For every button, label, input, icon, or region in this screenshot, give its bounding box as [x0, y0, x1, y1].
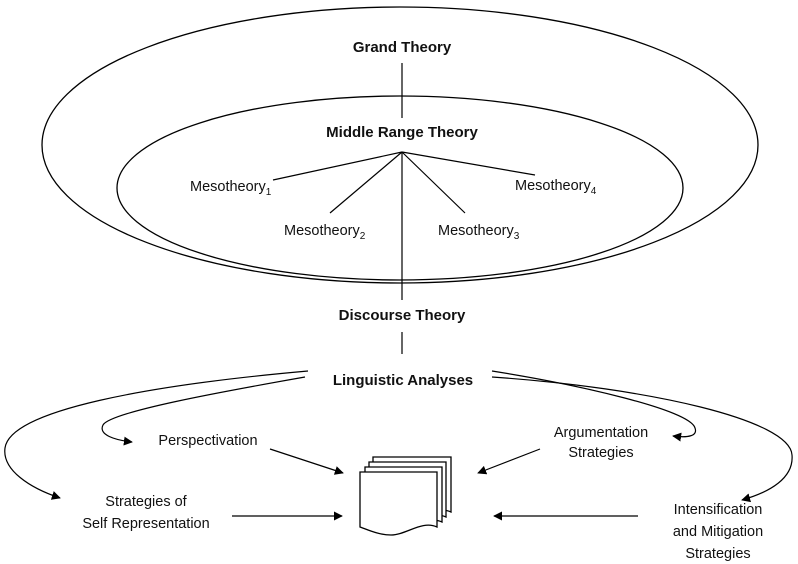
argumentation-label-line2: Strategies — [568, 445, 633, 461]
arrow-to-intensification — [491, 376, 793, 503]
self-representation-label-line2: Self Representation — [82, 516, 209, 532]
intensification-label-line3: Strategies — [685, 546, 750, 562]
stacked-documents-icon — [359, 456, 452, 536]
self-representation-label-line1: Strategies of — [105, 494, 187, 510]
middle-range-theory-label: Middle Range Theory — [326, 124, 478, 141]
mesotheory-3-label: Mesotheory3 — [438, 223, 520, 242]
grand-theory-label: Grand Theory — [353, 39, 452, 56]
arrow-argumentation-to-documents — [477, 448, 541, 475]
argumentation-label-line1: Argumentation — [554, 425, 648, 441]
intensification-label-line2: and Mitigation — [673, 524, 763, 540]
mesotheory-1-label: Mesotheory1 — [190, 179, 272, 198]
document-sheet-front — [359, 471, 438, 536]
linguistic-analyses-label: Linguistic Analyses — [333, 372, 473, 389]
discourse-theory-label: Discourse Theory — [339, 307, 466, 324]
mesotheory-2-label: Mesotheory2 — [284, 223, 366, 242]
middle-range-ellipse — [116, 95, 684, 281]
connector-meso-2 — [329, 151, 403, 214]
intensification-label-line1: Intensification — [674, 502, 763, 518]
arrow-to-self-representation — [4, 370, 309, 500]
perspectivation-label: Perspectivation — [158, 433, 257, 449]
grand-theory-ellipse — [41, 6, 759, 284]
arrow-to-perspectivation — [101, 376, 306, 446]
arrow-perspectivation-to-documents — [269, 448, 344, 475]
connector-meso-4 — [401, 151, 536, 176]
connector-meso-1 — [272, 151, 403, 181]
connector-meso-3 — [401, 151, 466, 214]
mesotheory-4-label: Mesotheory4 — [515, 178, 597, 197]
